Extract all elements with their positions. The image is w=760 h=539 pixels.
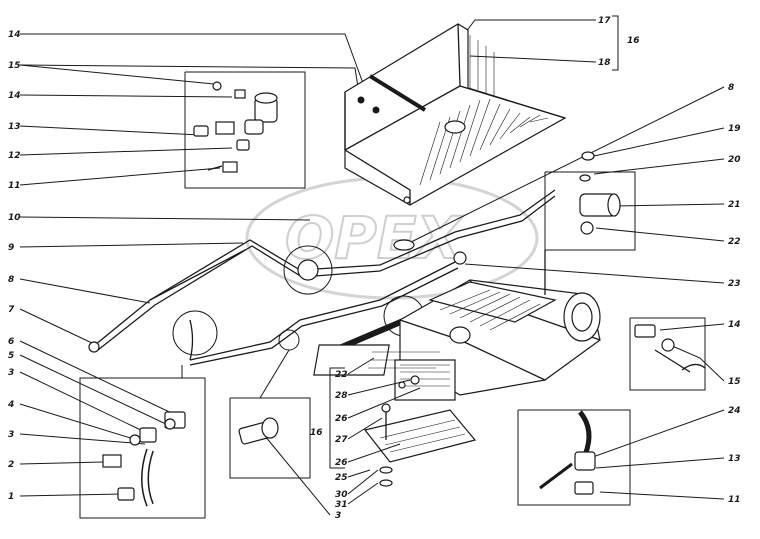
inset-pump — [544, 151, 636, 295]
callout-26-bottom-b: 26 — [335, 458, 348, 468]
bottom-callouts: 16 22 28 26 27 26 25 30 31 3 — [259, 357, 421, 521]
inset-clamp — [229, 349, 311, 479]
callout-14-top: 14 — [8, 30, 21, 40]
callout-30-bottom: 30 — [335, 490, 348, 500]
callout-3-bottom: 3 — [335, 511, 341, 521]
callout-8-left: 8 — [8, 275, 14, 285]
inset-valve — [517, 409, 631, 506]
callout-14-right: 14 — [728, 320, 741, 330]
callout-19-right: 19 — [728, 124, 741, 134]
callout-20-right: 20 — [728, 155, 741, 165]
left-callouts: 14 15 14 13 12 11 10 9 8 7 6 5 3 4 3 2 1 — [7, 30, 21, 502]
tubing — [88, 189, 556, 366]
callout-25-bottom: 25 — [335, 473, 348, 483]
callout-6-left: 6 — [8, 337, 14, 347]
callout-22-bottom: 22 — [335, 370, 348, 380]
callout-7-left: 7 — [8, 305, 15, 315]
right-leaders — [404, 15, 725, 500]
callout-15-left: 15 — [8, 61, 21, 71]
callout-14-left: 14 — [8, 91, 21, 101]
inset-fittings — [184, 71, 306, 189]
mounting-bracket — [344, 23, 567, 206]
callout-3-left-b: 3 — [8, 430, 14, 440]
callout-28-bottom: 28 — [335, 391, 348, 401]
callout-4-left: 4 — [7, 400, 14, 410]
callout-2-left: 2 — [8, 460, 14, 470]
callout-13-left: 13 — [8, 122, 21, 132]
callout-12-left: 12 — [8, 151, 21, 161]
callout-23-right: 23 — [728, 279, 741, 289]
callout-1-left: 1 — [8, 492, 14, 502]
callout-31-bottom: 31 — [335, 500, 348, 510]
callout-22-right: 22 — [728, 237, 741, 247]
callout-17-right: 17 — [598, 16, 611, 26]
callout-11-left: 11 — [8, 181, 21, 191]
heater-unit — [313, 279, 601, 401]
callout-18-right: 18 — [598, 58, 611, 68]
callout-27-bottom: 27 — [335, 435, 348, 445]
callout-16-bottom: 16 — [310, 428, 323, 438]
inset-fitting-right — [629, 317, 706, 391]
watermark-text: OPEX — [285, 204, 464, 272]
watermark: OPEX — [245, 176, 539, 300]
callout-3-left-a: 3 — [8, 368, 14, 378]
callout-15-right: 15 — [728, 377, 741, 387]
callout-21-right: 21 — [728, 200, 741, 210]
callout-11-right: 11 — [728, 495, 741, 505]
callout-13-right: 13 — [728, 454, 741, 464]
callout-10-left: 10 — [8, 213, 21, 223]
callout-26-bottom-a: 26 — [335, 414, 348, 424]
callout-24-right: 24 — [728, 406, 741, 416]
callout-16-bracket: 16 — [627, 36, 640, 46]
callout-8-right: 8 — [728, 83, 734, 93]
right-callouts: 17 18 8 19 20 21 22 23 14 15 24 13 11 16 — [598, 16, 741, 505]
pad — [363, 403, 477, 487]
inset-hose — [79, 365, 206, 519]
callout-5-left: 5 — [8, 351, 14, 361]
callout-9-left: 9 — [8, 243, 14, 253]
